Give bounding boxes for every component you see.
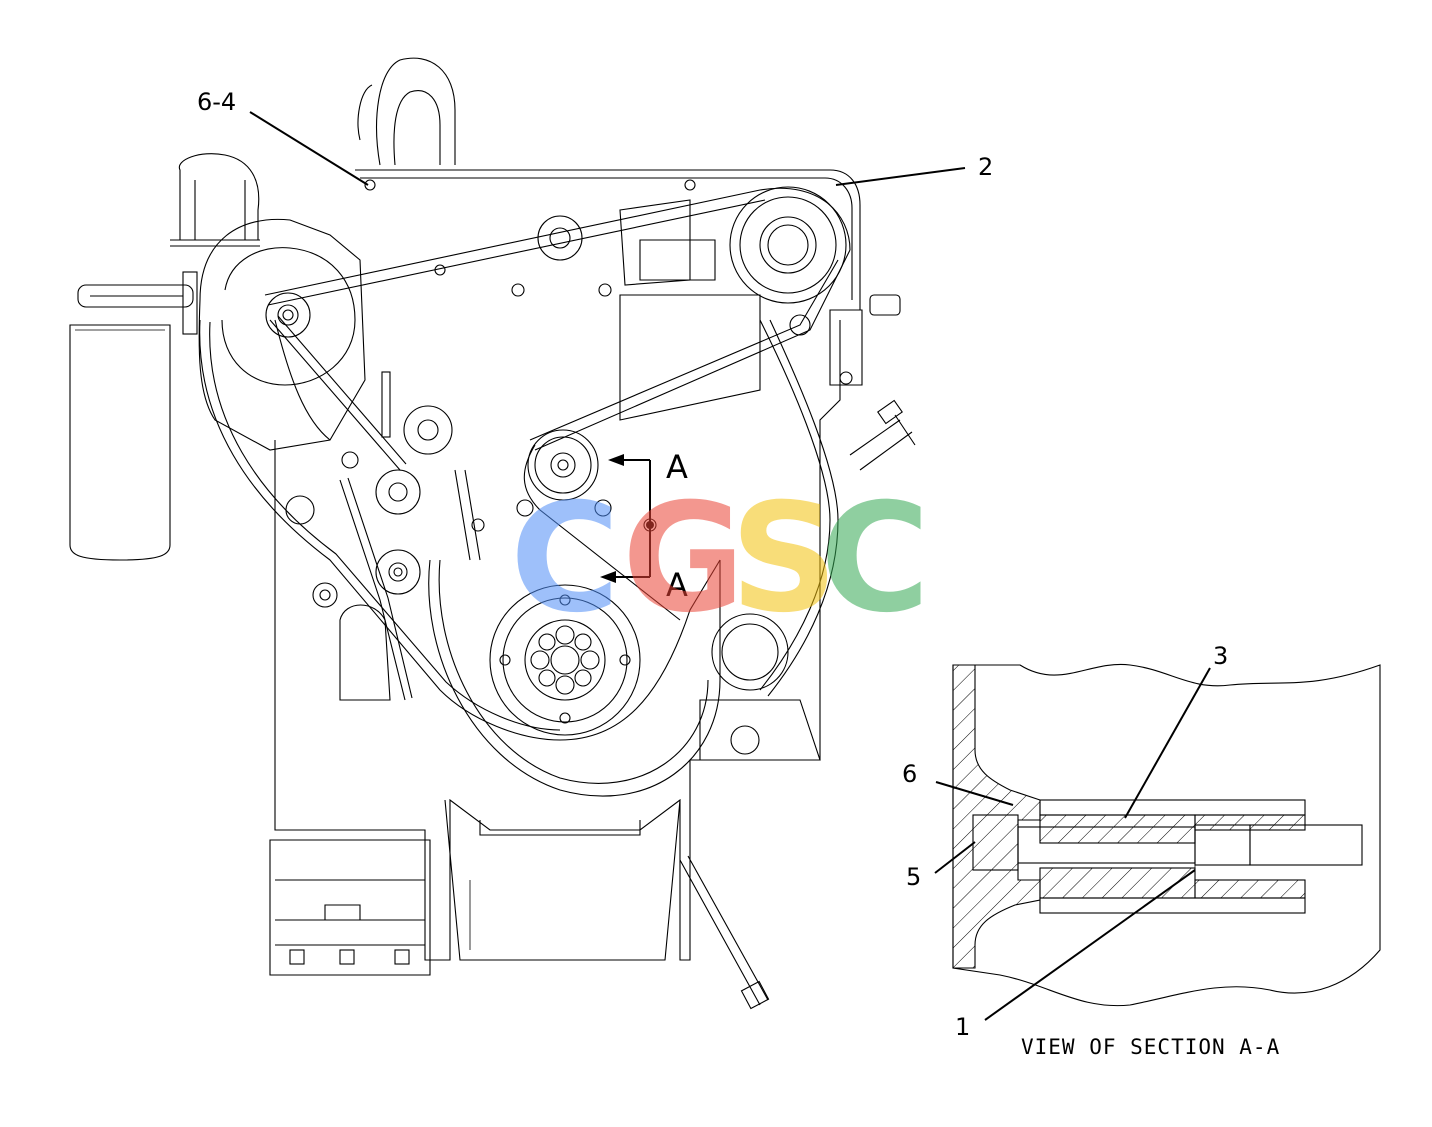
fuel-filter — [69, 324, 171, 561]
leader-6 — [935, 781, 1014, 806]
leader-1 — [984, 869, 1196, 1021]
front-cover — [428, 559, 721, 797]
section-cut-marker: A A — [600, 448, 688, 604]
right-fitting — [849, 414, 916, 471]
oil-cooler — [269, 839, 431, 976]
callout-2: 2 — [978, 153, 993, 181]
upper-idler — [537, 215, 583, 261]
top-plate — [355, 169, 861, 311]
fuel-line-left — [77, 271, 198, 335]
spacer-top — [1039, 814, 1196, 844]
cgsc-watermark: C G S C — [510, 472, 930, 646]
section-label-a-top: A — [666, 448, 688, 486]
watermark-letter-s: S — [730, 472, 838, 646]
section-label-a-bottom: A — [666, 566, 688, 604]
section-caption: VIEW OF SECTION A-A — [1021, 1035, 1280, 1059]
turbocharger — [170, 153, 260, 247]
cover-wall — [952, 664, 1041, 969]
callout-6-4: 6-4 — [197, 88, 236, 116]
water-pump-pulley — [527, 429, 599, 501]
leader-3 — [1124, 667, 1211, 819]
serpentine-belt — [199, 187, 851, 741]
leader-2 — [835, 167, 966, 186]
engine-front-view: A A 6-4 2 — [69, 57, 993, 1010]
spacer-bottom — [1039, 867, 1196, 899]
callout-5: 5 — [906, 863, 921, 891]
idler-pulleys — [375, 405, 453, 595]
callout-6: 6 — [902, 760, 917, 788]
watermark-letter-g: G — [622, 472, 745, 646]
callout-3: 3 — [1213, 642, 1228, 670]
air-intake — [357, 57, 456, 166]
watermark-letter-c1: C — [510, 472, 620, 646]
leader-6-4 — [249, 111, 369, 186]
watermark-letter-c2: C — [820, 472, 930, 646]
callout-1: 1 — [955, 1013, 970, 1041]
section-view-a-a: 3 6 5 1 VIEW OF SECTION A-A — [902, 642, 1381, 1059]
compressor-pulley — [729, 186, 847, 304]
alternator-pulley — [265, 292, 311, 338]
section-break-outline — [952, 663, 1381, 1007]
oil-filter-base — [711, 613, 789, 691]
left-lower-bracket — [339, 604, 391, 701]
oil-pan — [444, 799, 681, 961]
crankshaft-damper — [489, 584, 641, 736]
dipstick — [679, 855, 769, 1006]
alternator-housing — [198, 218, 366, 451]
tensioner-rod — [381, 371, 391, 438]
engine-block — [274, 320, 841, 961]
leader-5 — [934, 841, 976, 874]
